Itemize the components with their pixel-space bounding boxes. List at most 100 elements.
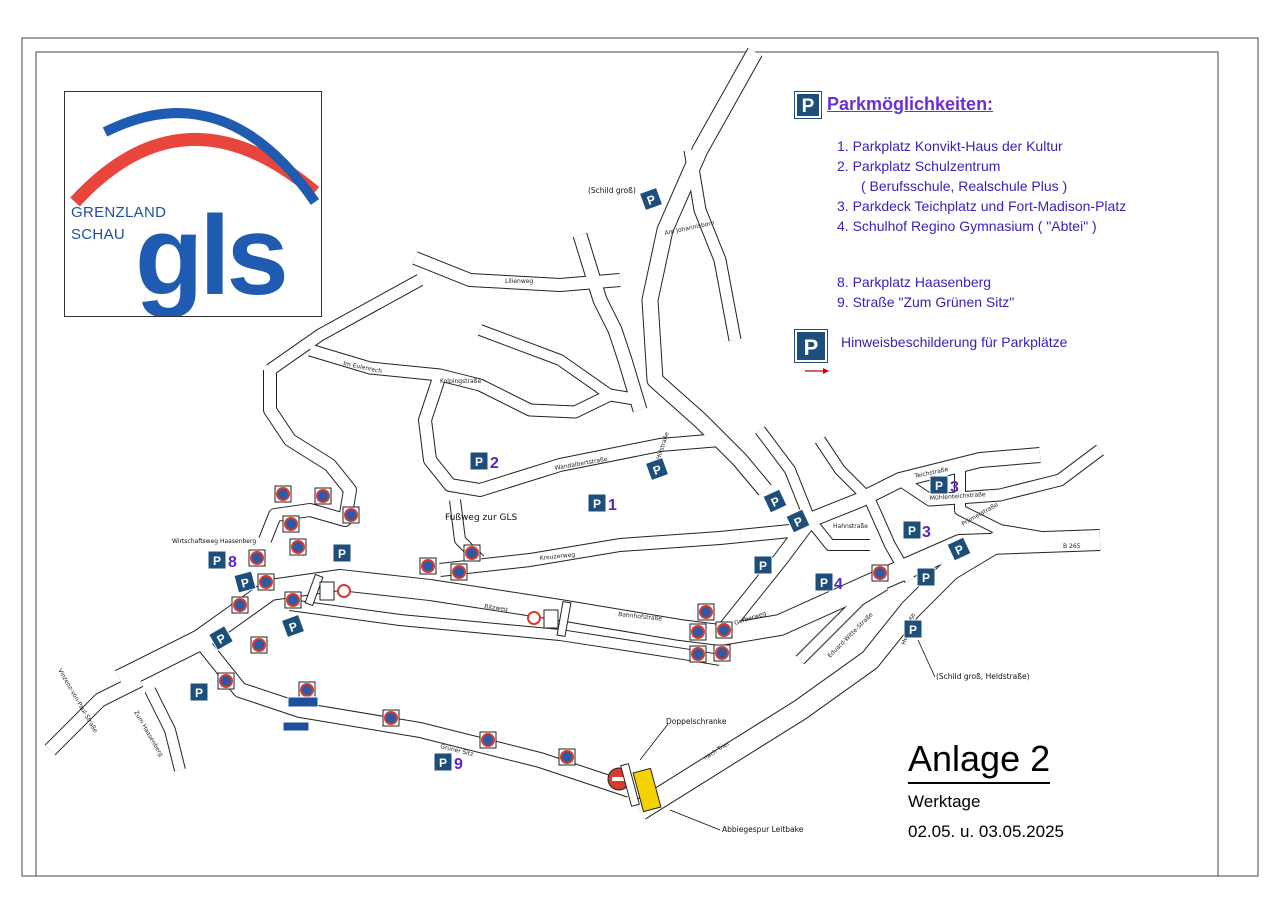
svg-text:P: P <box>213 554 221 568</box>
label-schild-gross: (Schild groß) <box>588 186 636 195</box>
no-parking-sign <box>382 709 400 727</box>
street-kolpingstrasse: Kolpingstraße <box>440 378 481 385</box>
street-muehlenteichstrasse: Mühlenteichstraße <box>930 491 987 502</box>
no-parking-sign <box>231 596 249 614</box>
lot-8[interactable]: P 8 <box>207 550 237 571</box>
no-parking-sign <box>419 557 437 575</box>
no-parking-sign <box>274 485 292 503</box>
hint-parking-sign: P <box>189 682 209 702</box>
parking-sign-icon: P <box>794 91 822 119</box>
street-hahnstrasse: Hahnstraße <box>833 523 868 530</box>
lot-4[interactable]: P 4 <box>814 572 843 593</box>
annex-block: Anlage 2 Werktage 02.05. u. 03.05.2025 <box>908 738 1064 842</box>
lot-number: 8 <box>228 554 237 571</box>
legend-item: 2. Parkplatz Schulzentrum <box>837 158 1001 174</box>
svg-text:P: P <box>338 547 346 561</box>
no-parking-sign <box>689 623 707 641</box>
svg-text:P: P <box>240 575 251 591</box>
svg-text:P: P <box>195 686 203 700</box>
label-schild-gross-heldstrasse: (Schild groß, Heldstraße) <box>936 672 1030 681</box>
logo-arcs <box>70 108 320 207</box>
svg-text:P: P <box>439 756 447 770</box>
label-wirtschaftsweg: Wirtschaftsweg Haasenberg <box>172 538 256 545</box>
street-kreuzerweg: Kreuzerweg <box>539 551 575 562</box>
svg-text:P: P <box>820 576 828 590</box>
gls-logo: GRENZLAND SCHAU gls <box>64 91 322 317</box>
legend-list: 1. Parkplatz Konvikt-Haus der Kultur 2. … <box>837 136 1126 236</box>
ritzweg-barrier-west <box>304 573 351 607</box>
lot-3-teichplatz[interactable]: P 3 <box>929 475 959 496</box>
hint-parking-sign: P <box>903 619 923 639</box>
svg-text:P: P <box>475 455 483 469</box>
no-parking-sign <box>713 644 731 662</box>
no-parking-sign <box>217 672 235 690</box>
annex-title: Anlage 2 <box>908 738 1051 784</box>
hint-parking-sign: P <box>644 456 670 482</box>
hint-parking-sign: P <box>332 543 352 563</box>
label-fussweg: Fußweg zur GLS <box>445 513 518 523</box>
no-parking-sign <box>250 636 268 654</box>
no-parking-sign <box>715 621 733 639</box>
lot-number: 2 <box>490 455 499 472</box>
no-parking-sign <box>871 564 889 582</box>
lot-2[interactable]: P 2 <box>469 451 499 472</box>
no-parking-sign <box>450 563 468 581</box>
no-parking-sign <box>298 681 316 699</box>
legend-item: 3. Parkdeck Teichplatz und Fort-Madison-… <box>837 198 1127 214</box>
street-b265: B 265 <box>1063 543 1081 550</box>
street-bahnhofstrasse: Bahnhofstraße <box>618 611 663 623</box>
svg-text:P: P <box>759 559 767 573</box>
legend-list-2: 8. Parkplatz Haasenberg 9. Straße "Zum G… <box>837 272 1014 312</box>
street-ritzweg: Ritzweg <box>484 603 509 613</box>
lot-number: 3 <box>922 524 931 541</box>
lot-9[interactable]: P 9 <box>433 752 463 773</box>
svg-text:P: P <box>909 623 917 637</box>
hint-parking-sign: P <box>762 488 788 514</box>
legend-title: Parkmöglichkeiten: <box>827 94 994 114</box>
no-parking-sign <box>697 603 715 621</box>
no-parking-sign <box>257 573 275 591</box>
no-parking-sign <box>282 515 300 533</box>
lot-1[interactable]: P 1 <box>587 493 617 514</box>
no-parking-sign <box>479 731 497 749</box>
svg-text:P: P <box>593 497 601 511</box>
annex-subtitle: Werktage <box>908 792 981 811</box>
label-abbiegespur: Abbiegespur Leitbake <box>722 825 804 834</box>
svg-text:P: P <box>922 571 930 585</box>
street-lilienweg: Lilienweg <box>505 278 533 285</box>
no-parking-sign <box>289 538 307 556</box>
no-parking-sign <box>284 591 302 609</box>
hint-parking-sign: P <box>233 570 257 594</box>
hint-parking-sign: P <box>785 508 811 534</box>
no-parking-sign <box>342 506 360 524</box>
legend-item: ( Berufsschule, Realschule Plus ) <box>861 178 1068 194</box>
label-doppelschranke: Doppelschranke <box>666 717 727 726</box>
no-parking-sign <box>558 748 576 766</box>
ritzweg-barrier-east <box>527 600 572 638</box>
hint-parking-sign: P <box>916 567 936 587</box>
parking-legend: P Parkmöglichkeiten: 1. Parkplatz Konvik… <box>794 91 1215 374</box>
svg-text:P: P <box>935 479 943 493</box>
legend-item: 4. Schulhof Regino Gymnasium ( "Abtei" ) <box>837 218 1097 234</box>
hint-parking-sign-icon: P <box>794 329 828 363</box>
hint-parking-sign: P <box>638 186 664 212</box>
lot-number: 1 <box>608 497 617 514</box>
lot-3-fort-madison[interactable]: P 3 <box>902 520 931 541</box>
inner-frame <box>35 51 1219 877</box>
legend-item: 1. Parkplatz Konvikt-Haus der Kultur <box>837 138 1063 154</box>
hint-legend: P <box>794 329 829 374</box>
lot-number: 4 <box>834 576 843 593</box>
hint-parking-sign: P <box>753 555 773 575</box>
no-parking-sign <box>463 544 481 562</box>
annex-dates: 02.05. u. 03.05.2025 <box>908 822 1064 841</box>
legend-item: 9. Straße "Zum Grünen Sitz" <box>837 294 1015 310</box>
hint-text: Hinweisbeschilderung für Parkplätze <box>841 334 1068 350</box>
one-way-sign <box>282 696 319 732</box>
no-parking-sign <box>314 487 332 505</box>
legend-item: 8. Parkplatz Haasenberg <box>837 274 992 290</box>
hint-parking-sign: P <box>280 613 306 639</box>
logo-brand: gls <box>135 193 289 317</box>
double-barrier <box>607 763 662 813</box>
svg-text:P: P <box>908 524 916 538</box>
